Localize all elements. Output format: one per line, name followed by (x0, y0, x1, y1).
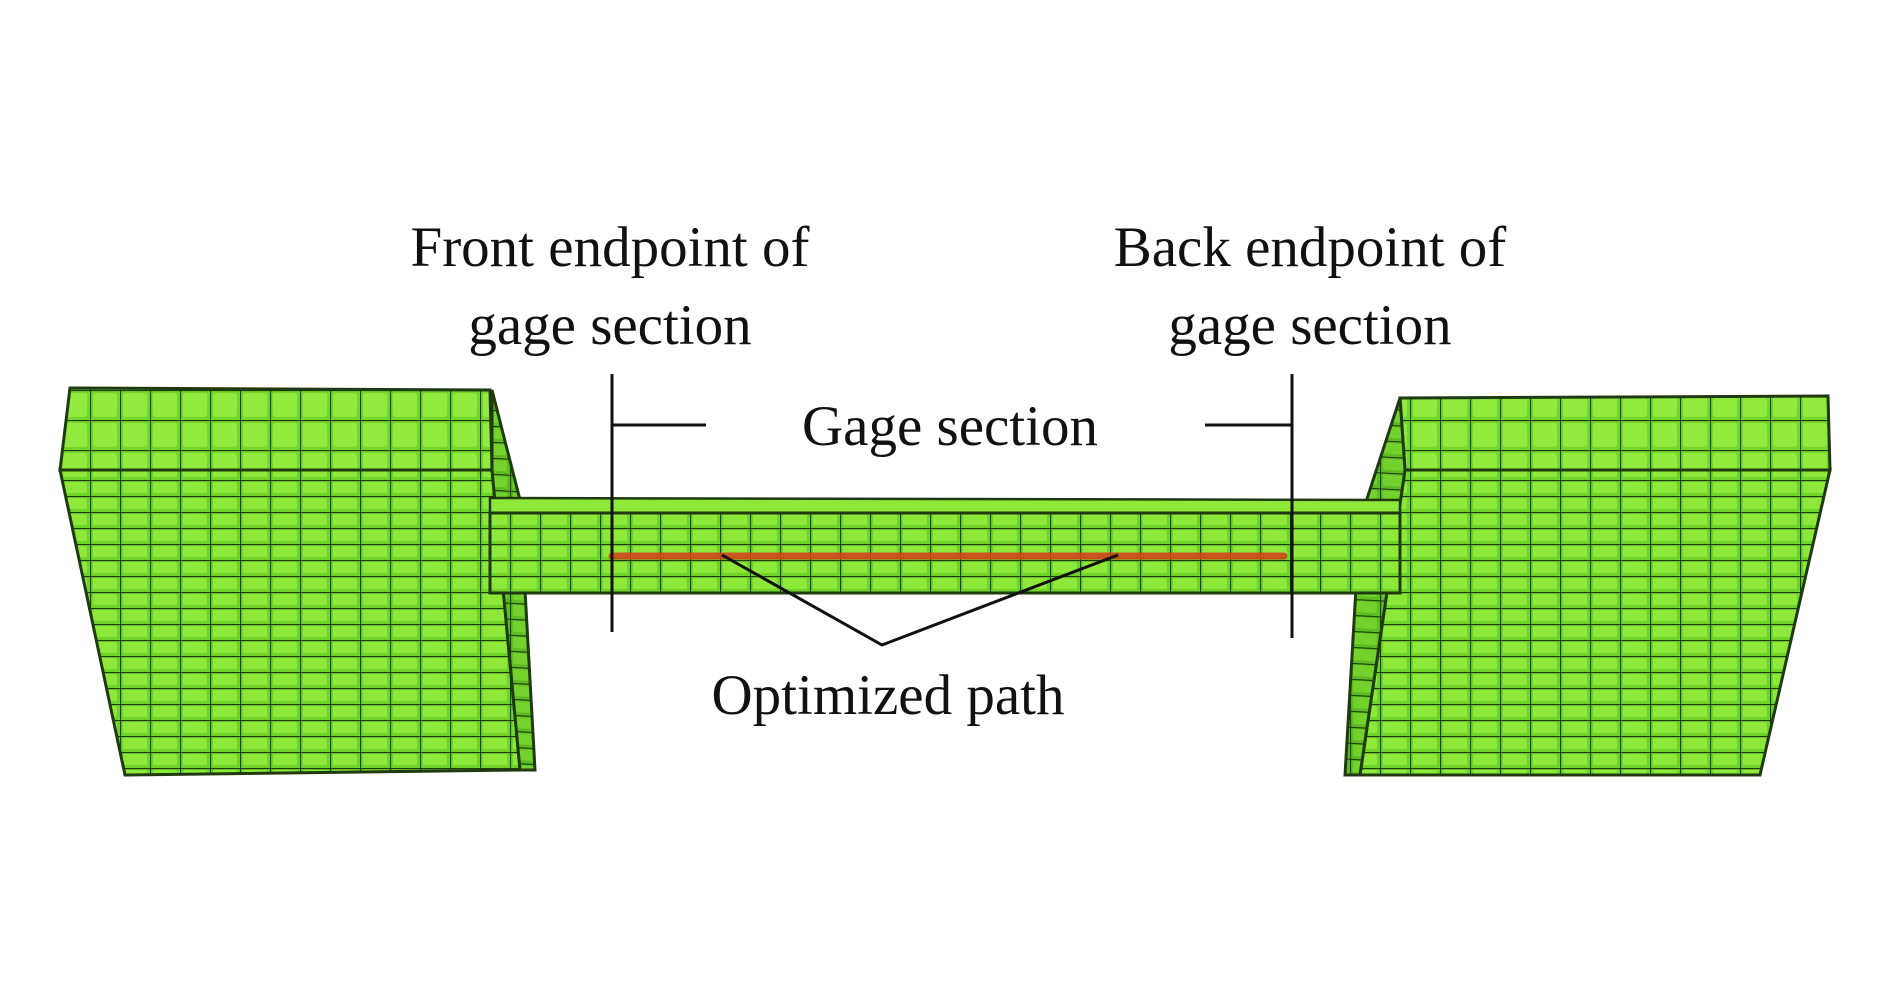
gage-bar (488, 496, 1402, 595)
left-grip-top-face (58, 386, 494, 472)
gage-section-bracket (610, 374, 1294, 638)
front-endpoint-label-line2: gage section (468, 294, 751, 357)
front-endpoint-label-line1: Front endpoint of (411, 216, 810, 279)
right-grip-front-face (1358, 468, 1832, 777)
back-endpoint-label-line1: Back endpoint of (1114, 216, 1507, 279)
optimized-path-label: Optimized path (712, 664, 1065, 727)
gage-section-label: Gage section (802, 395, 1098, 458)
right-grip-top-face (1398, 394, 1832, 472)
back-endpoint-label-line2: gage section (1168, 294, 1451, 357)
left-grip-block (58, 386, 537, 777)
right-grip-block (1343, 394, 1832, 777)
optimized-path-pointer (721, 553, 1119, 647)
left-grip-front-face (58, 468, 522, 777)
